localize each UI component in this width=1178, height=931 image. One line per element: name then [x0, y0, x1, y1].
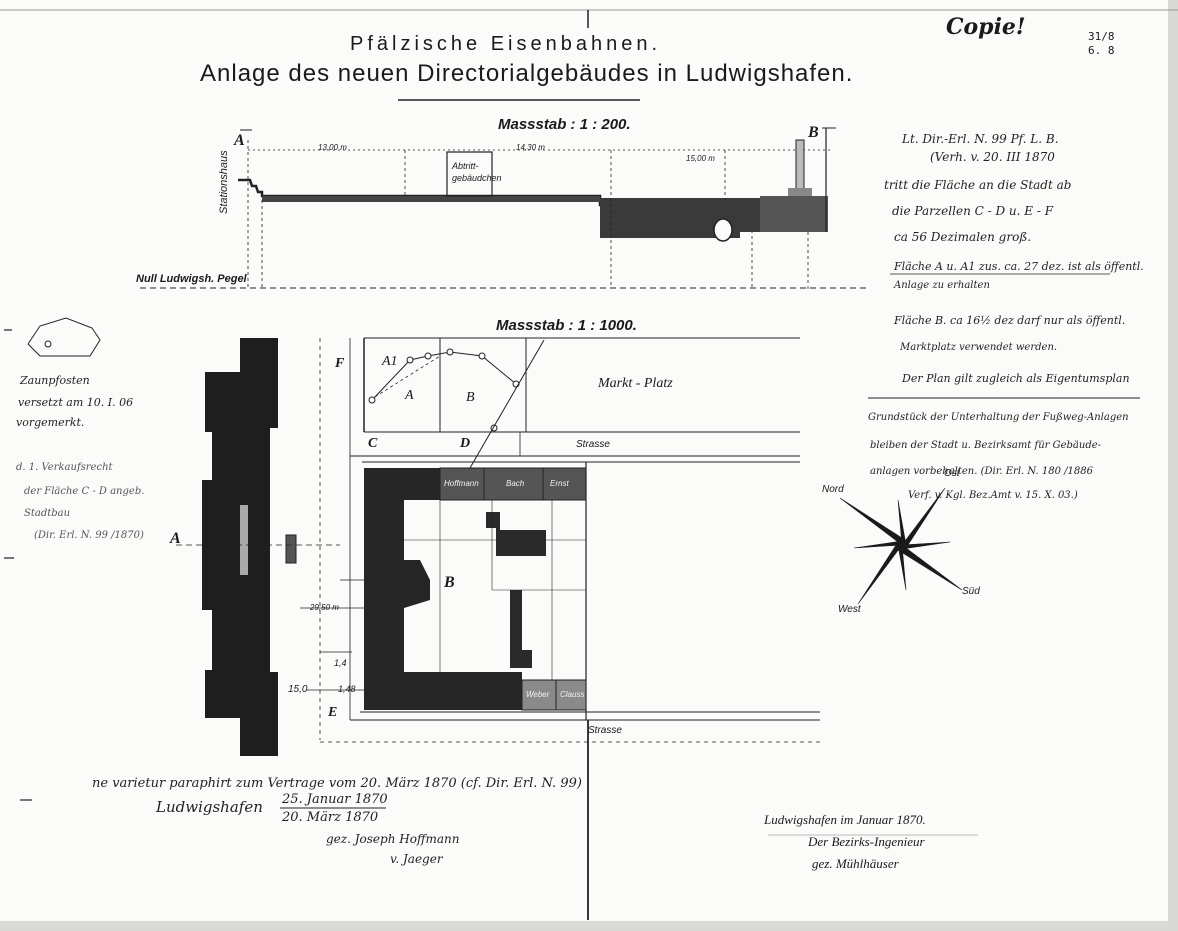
compass-west: West	[838, 604, 861, 615]
note-right-5: ca 56 Dezimalen groß.	[894, 230, 1032, 244]
archive-ref-2: 6. 8	[1088, 44, 1115, 57]
point-c: C	[368, 436, 378, 451]
dim-14: 1,4	[334, 658, 347, 668]
plan-marker-b: B	[444, 574, 455, 591]
section-profile	[140, 127, 870, 290]
profile-dim-1: 13,00 m	[318, 143, 347, 152]
footer-right-place: Ludwigshafen im Januar 1870.	[764, 812, 926, 827]
owner-clauss: Clauss	[560, 690, 585, 699]
note-right-6: Fläche A u. A1 zus. ca. 27 dez. ist als …	[894, 260, 1144, 273]
dim-148: 1,48	[338, 684, 356, 694]
note-left-2: versetzt am 10. I. 06	[18, 396, 134, 409]
compass-south: Süd	[962, 586, 980, 597]
note-right-14: Verf. v. Kgl. Bez.Amt v. 15. X. 03.)	[908, 490, 1078, 501]
owner-ernst: Ernst	[550, 479, 569, 488]
fence-sketch	[27, 317, 101, 357]
plan-marker-a: A	[170, 530, 181, 547]
copy-mark: Copie!	[946, 14, 1026, 40]
cellar-section	[600, 198, 760, 238]
profile-dim-2: 14,30 m	[516, 143, 545, 152]
street-bottom-label: Strasse	[588, 725, 622, 736]
note-left-5: der Fläche C - D angeb.	[24, 486, 145, 497]
footer-signature-1: gez. Joseph Hoffmann	[326, 832, 460, 846]
point-d: D	[460, 436, 471, 451]
compass-rose	[839, 487, 963, 605]
compass-north: Nord	[822, 484, 844, 495]
footer-place: Ludwigshafen	[156, 798, 263, 816]
dim-2950: 29,50 m	[310, 603, 339, 612]
profile-dim-3: 15,00 m	[686, 154, 715, 163]
datum-label: Null Ludwigsh. Pegel	[136, 273, 247, 285]
note-right-2: (Verh. v. 20. III 1870	[930, 150, 1055, 164]
square-label: Markt - Platz	[598, 376, 673, 391]
profile-marker-a: A	[234, 132, 245, 149]
footer-ratification: ne varietur paraphirt zum Vertrage vom 2…	[92, 776, 582, 791]
abtritt-building	[446, 151, 493, 197]
note-right-1: Lt. Dir.-Erl. N. 99 Pf. L. B.	[902, 132, 1059, 146]
point-e: E	[328, 705, 338, 720]
note-left-4: d. 1. Verkaufsrecht	[16, 462, 113, 473]
footer-date-1: 25. Januar 1870	[282, 792, 388, 807]
station-label: Stationshaus	[218, 150, 230, 214]
area-b: B	[466, 390, 475, 405]
owner-bach: Bach	[506, 479, 525, 488]
owner-row-top	[439, 467, 587, 501]
note-left-7: (Dir. Erl. N. 99 /1870)	[34, 530, 144, 541]
plan-scale-label: Massstab : 1 : 1000.	[496, 317, 637, 334]
area-a1: A1	[382, 354, 398, 369]
note-right-7: Anlage zu erhalten	[894, 280, 990, 291]
dim-150: 15,0	[288, 684, 308, 695]
point-f: F	[335, 356, 345, 371]
archive-ref-1: 31/8	[1088, 30, 1115, 43]
footer-date-2: 20. März 1870	[282, 810, 379, 825]
directorial-building	[364, 468, 522, 710]
note-left-3: vorgemerkt.	[16, 416, 85, 429]
owner-hoffmann: Hoffmann	[444, 479, 479, 488]
footer-right-signature: gez. Mühlhäuser	[812, 856, 899, 871]
abtritt-label: Abtritt- gebäudchen	[452, 161, 502, 183]
note-left-1: Zaunpfosten	[20, 374, 90, 387]
note-right-3: tritt die Fläche an die Stadt ab	[884, 178, 1072, 192]
profile-marker-b: B	[808, 124, 819, 141]
profile-scale-label: Massstab : 1 : 200.	[498, 116, 631, 133]
note-right-10: Der Plan gilt zugleich als Eigentumsplan	[902, 372, 1130, 385]
title-line-2: Anlage des neuen Directorialgebäudes in …	[200, 60, 854, 87]
note-right-11: Grundstück der Unterhaltung der Fußweg-A…	[868, 412, 1129, 423]
note-right-9: Marktplatz verwendet werden.	[900, 342, 1058, 353]
owner-weber: Weber	[526, 690, 550, 699]
note-left-6: Stadtbau	[24, 508, 71, 519]
title-line-1: Pfälzische Eisenbahnen.	[350, 33, 662, 55]
compass-east: Ost	[944, 468, 960, 479]
note-right-8: Fläche B. ca 16½ dez darf nur als öffent…	[894, 314, 1126, 327]
note-right-12: bleiben der Stadt u. Bezirksamt für Gebä…	[870, 440, 1102, 451]
note-right-13: anlagen vorbehalten. (Dir. Erl. N. 180 /…	[870, 466, 1093, 477]
site-plan	[176, 10, 820, 920]
note-right-4: die Parzellen C - D u. E - F	[892, 204, 1054, 218]
street-top-label: Strasse	[576, 439, 610, 450]
footer-right-engineer: Der Bezirks-Ingenieur	[808, 834, 925, 849]
area-a: A	[405, 388, 414, 403]
footer-signature-2: v. Jaeger	[390, 852, 443, 866]
